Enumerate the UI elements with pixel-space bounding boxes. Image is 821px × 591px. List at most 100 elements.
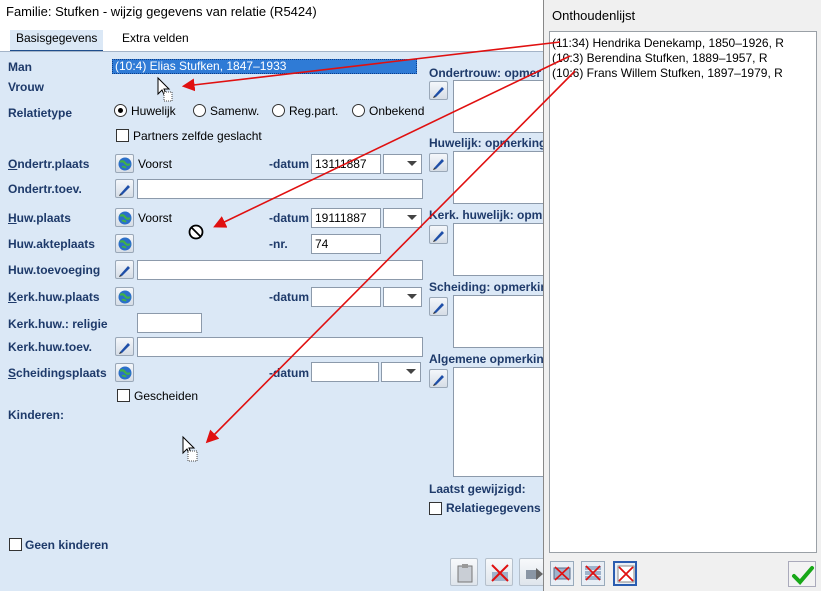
kerk-huwelijk-opmerking-edit-button[interactable] [429,225,448,244]
relatiegegevens-checkbox[interactable] [429,502,442,515]
scheidingsplaats-label: Scheidingsplaats [8,366,107,380]
geen-kinderen-checkbox[interactable] [9,538,22,551]
relation-edit-window: Familie: Stufken - wijzig gegevens van r… [0,0,548,591]
scheiding-opmerking-label: Scheiding: opmerkin [429,280,548,294]
huw-plaats-globe-button[interactable] [115,208,134,227]
onthoudenlijst-window: Onthoudenlijst (11:34) Hendrika Denekamp… [543,0,821,591]
ondertr-datum-input[interactable]: 13111887 [311,154,381,174]
scheiding-datum-input[interactable] [311,362,379,382]
list-item[interactable]: (10:3) Berendina Stufken, 1889–1957, R [552,51,768,65]
list-item[interactable]: (11:34) Hendrika Denekamp, 1850–1926, R [552,36,784,50]
vrouw-drop-target[interactable] [112,78,417,96]
globe-icon [118,237,132,251]
radio-huwelijk-label: Huwelijk [131,104,176,118]
scheiding-datum-dropdown[interactable] [381,362,421,382]
pen-icon [433,375,444,386]
gescheiden-label: Gescheiden [134,389,199,403]
huwelijk-opmerking-edit-button[interactable] [429,153,448,172]
relatietype-label: Relatietype [8,106,73,120]
scheiding-opmerking-edit-button[interactable] [429,297,448,316]
radio-huwelijk[interactable] [114,104,127,117]
pen-icon [433,303,444,314]
nr-input[interactable]: 74 [311,234,381,254]
radio-regpart-label: Reg.part. [289,104,339,118]
kinderen-list[interactable] [112,405,422,525]
globe-icon [118,366,132,380]
pen-icon [433,87,444,98]
ondertr-toev-label: Ondertr.toev. [8,182,82,196]
ondertr-toev-edit-button[interactable] [115,179,134,198]
kerk-huw-toev-input[interactable] [137,337,423,357]
remove-all-icon [585,565,601,581]
algemene-opmerking-edit-button[interactable] [429,369,448,388]
chevron-down-icon [406,369,416,374]
onthoudenlijst-list[interactable]: (11:34) Hendrika Denekamp, 1850–1926, R … [549,31,817,553]
kerk-huwelijk-opmerking-label: Kerk. huwelijk: opm [429,208,543,222]
huwelijk-opmerking-label: Huwelijk: opmerking [429,136,547,150]
kerk-huw-toev-edit-button[interactable] [115,337,134,356]
huw-toevoeging-edit-button[interactable] [115,260,134,279]
kerk-huw-plaats-label: Kerk.huw.plaats [8,290,100,304]
algemene-opmerking-label: Algemene opmerkin [429,352,544,366]
tab-bar: Basisgegevens Extra velden [0,24,547,52]
gescheiden-checkbox[interactable] [117,389,130,402]
remove-child-button[interactable] [485,558,513,586]
huw-akteplaats-globe-button[interactable] [115,234,134,253]
huw-datum-input[interactable]: 19111887 [311,208,381,228]
radio-onbekend[interactable] [352,104,365,117]
kerk-huw-toev-label: Kerk.huw.toev. [8,340,93,354]
laatst-gewijzigd-label: Laatst gewijzigd: [429,482,526,496]
ondertrouw-opmerking-edit-button[interactable] [429,81,448,100]
kerk-huw-datum-label: -datum [269,290,309,304]
kerk-huw-plaats-globe-button[interactable] [115,287,134,306]
pen-icon [433,231,444,242]
pen-icon [119,185,130,196]
ondertr-datum-dropdown[interactable] [383,154,422,174]
algemene-opmerking-memo[interactable] [453,367,547,477]
chevron-down-icon [407,294,417,299]
tab-extra-velden[interactable]: Extra velden [122,31,189,45]
scheiding-opmerking-memo[interactable] [453,295,547,348]
huw-plaats-value: Voorst [138,211,173,225]
globe-icon [118,290,132,304]
onthoudenlijst-title: Onthoudenlijst [552,8,636,23]
vrouw-label: Vrouw [8,80,45,94]
kinderen-label: Kinderen: [8,408,65,422]
ondertr-plaats-label: Ondertr.plaats [8,157,90,171]
kerk-huw-datum-input[interactable] [311,287,381,307]
remove-item-button[interactable] [550,561,574,586]
ondertr-plaats-globe-button[interactable] [115,154,134,173]
huw-plaats-label: Huw.plaats [8,211,71,225]
ondertr-plaats-value: Voorst [138,157,173,171]
relatiegegevens-label: Relatiegegevens [446,501,541,515]
radio-samenw[interactable] [193,104,206,117]
man-value[interactable]: (10:4) Elias Stufken, 1847–1933 [112,59,417,74]
remove-all-button[interactable] [581,561,605,586]
move-child-button[interactable] [519,558,547,586]
kerk-huw-datum-dropdown[interactable] [383,287,422,307]
geen-kinderen-label: Geen kinderen [25,538,109,552]
ondertr-toev-input[interactable] [137,179,423,199]
paste-button[interactable] [450,558,478,586]
delete-x-icon [491,564,509,582]
huwelijk-opmerking-memo[interactable] [453,151,547,204]
huw-datum-dropdown[interactable] [383,208,422,228]
checkmark-icon [792,566,814,585]
clipboard-icon [457,564,473,583]
ondertrouw-opmerking-memo[interactable] [453,80,547,133]
huw-akteplaats-label: Huw.akteplaats [8,237,95,251]
ok-button[interactable] [788,561,816,587]
tab-basisgegevens[interactable]: Basisgegevens [10,30,104,52]
radio-regpart[interactable] [272,104,285,117]
ondertr-datum-label: -datum [269,157,309,171]
chevron-down-icon [407,161,417,166]
kerk-huwelijk-opmerking-memo[interactable] [453,223,547,276]
chevron-down-icon [407,215,417,220]
clear-list-button[interactable] [613,561,637,586]
kerk-huw-religie-input[interactable] [137,313,202,333]
globe-icon [118,211,132,225]
huw-toevoeging-input[interactable] [137,260,423,280]
list-item[interactable]: (10:6) Frans Willem Stufken, 1897–1979, … [552,66,783,80]
partners-same-sex-checkbox[interactable] [116,129,129,142]
scheidingsplaats-globe-button[interactable] [115,363,134,382]
